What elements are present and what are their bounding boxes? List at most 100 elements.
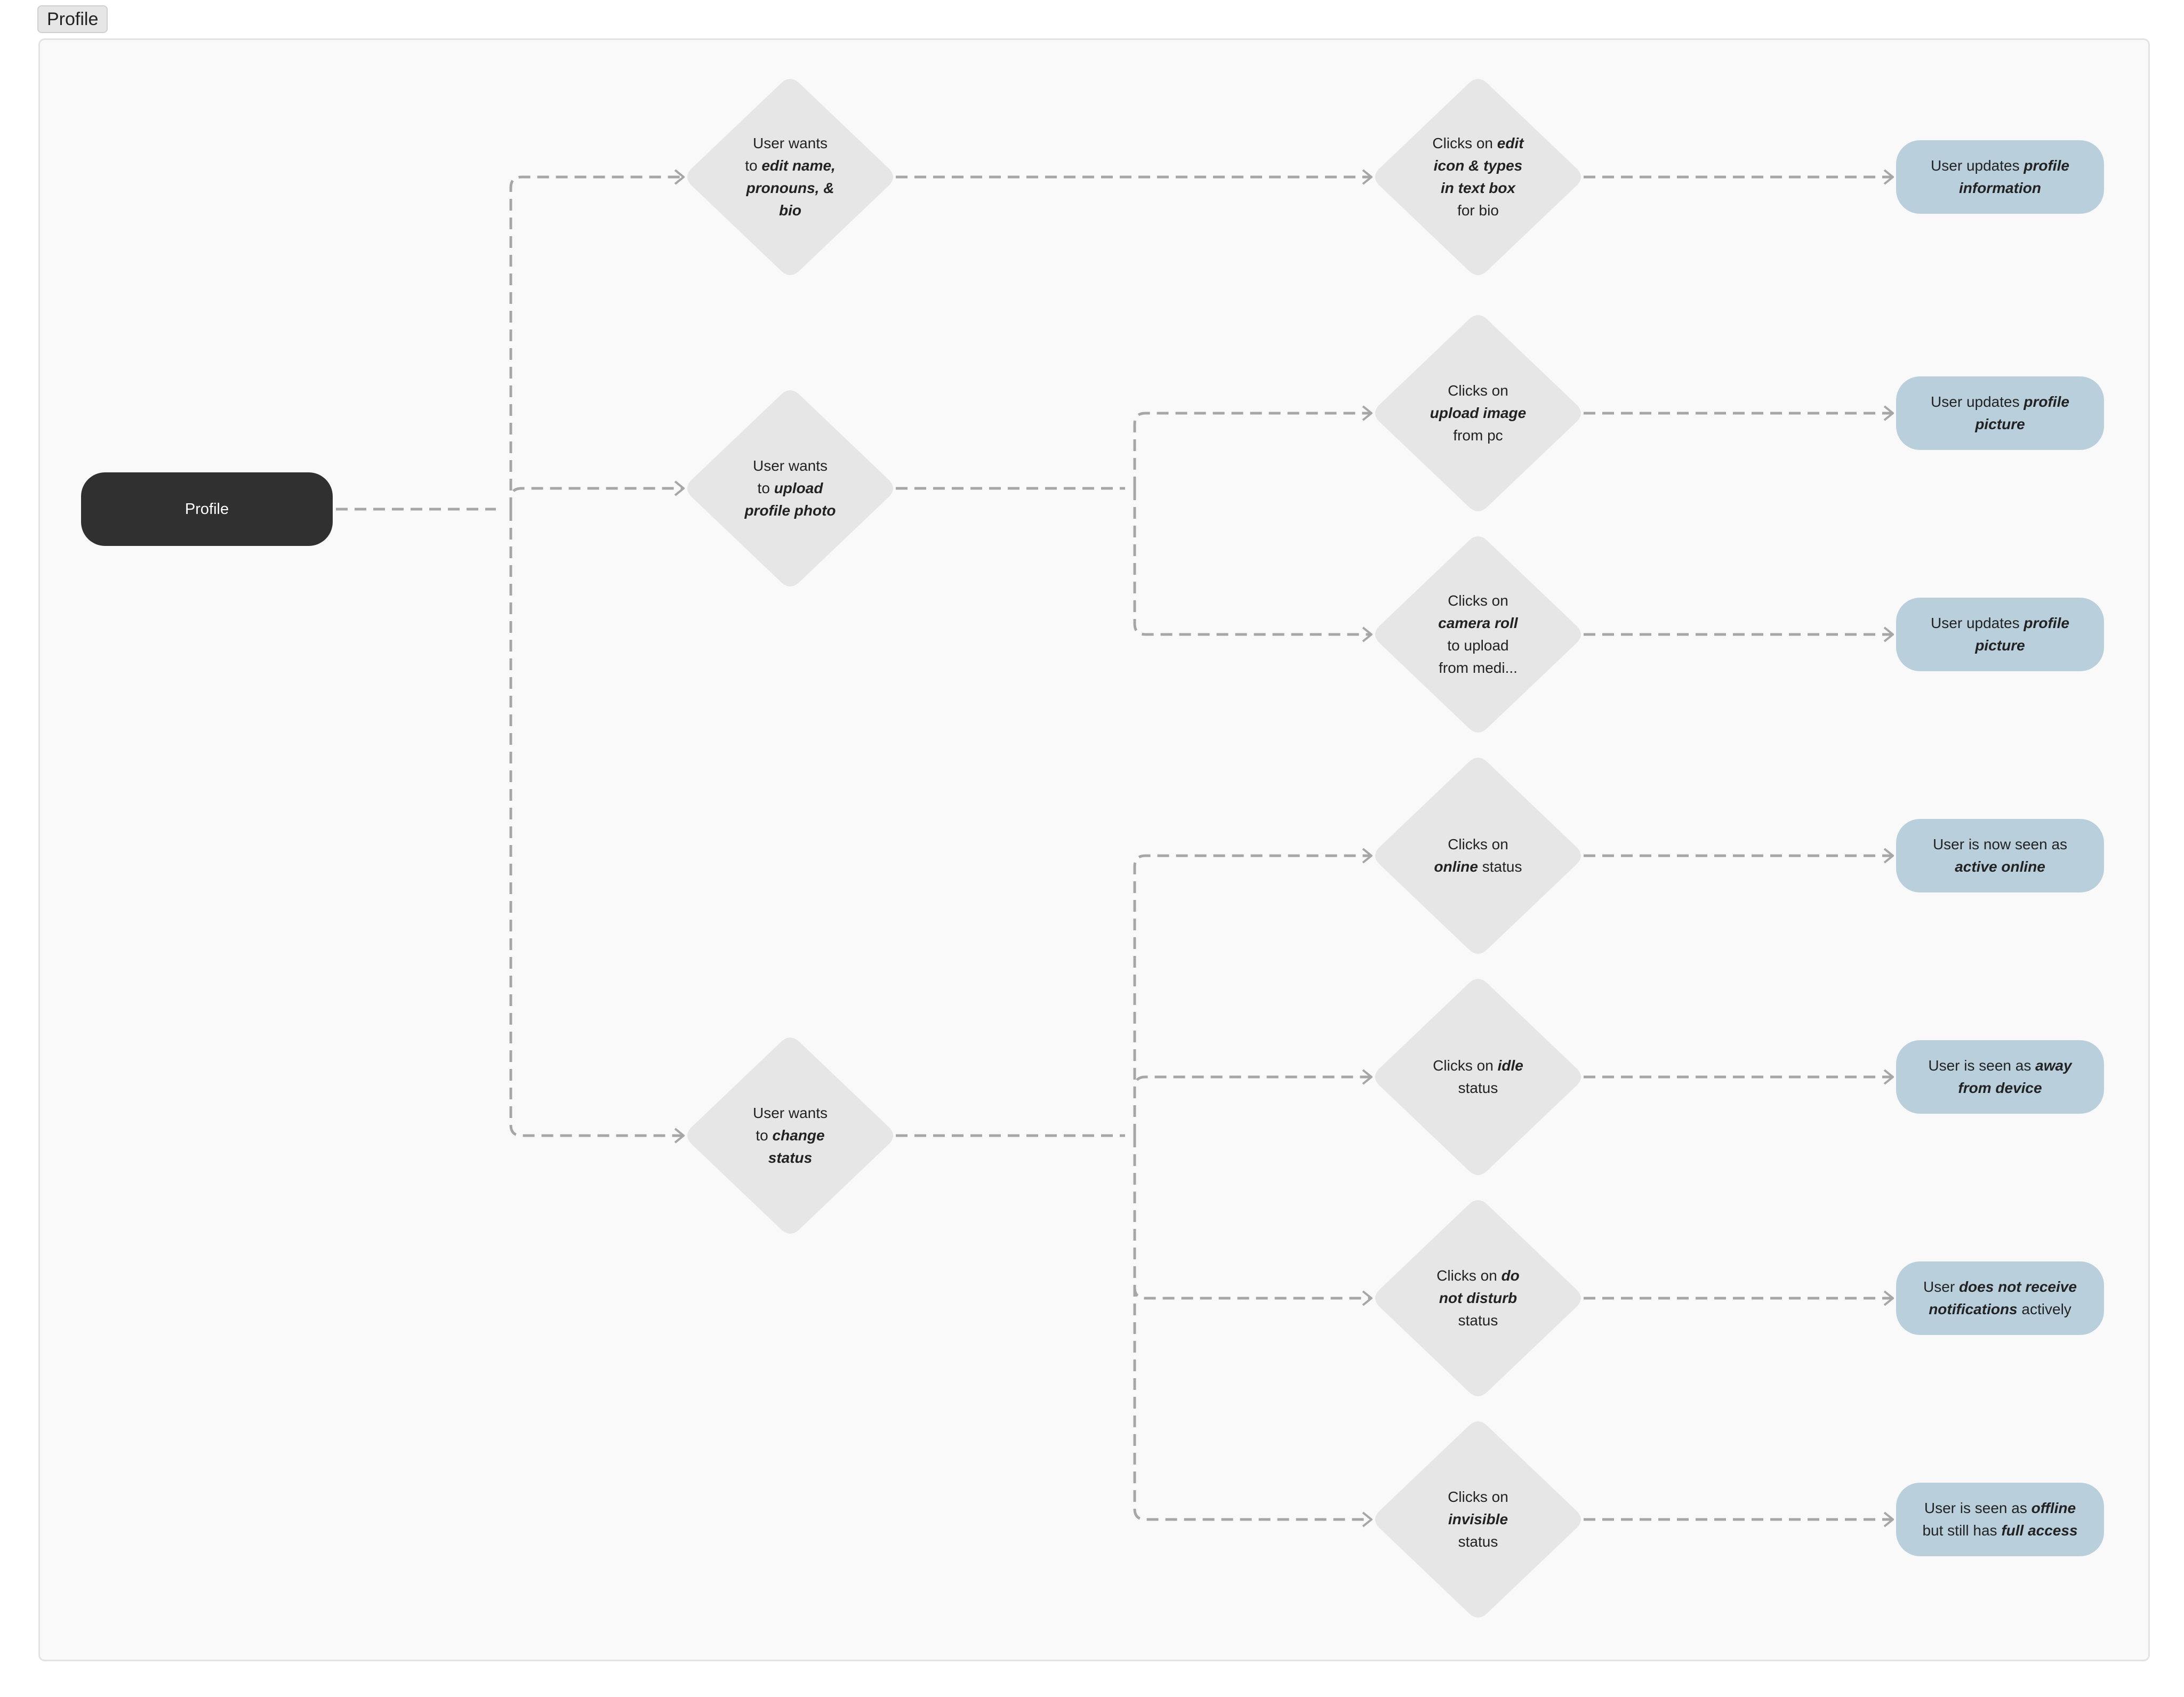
connector-to-edit-decision bbox=[509, 177, 684, 509]
connector-to-upload-pc bbox=[1133, 413, 1371, 488]
emphasis-text: profile photo bbox=[744, 502, 836, 519]
plain-text: for bio bbox=[1457, 202, 1499, 219]
emphasis-text: idle bbox=[1497, 1057, 1523, 1074]
text-line: notifications actively bbox=[1929, 1298, 2071, 1321]
plain-text: to bbox=[757, 480, 774, 496]
plain-text: status bbox=[1458, 1080, 1498, 1096]
emphasis-text: active online bbox=[1955, 858, 2045, 875]
emphasis-text: profile bbox=[2024, 157, 2069, 174]
action-label: Clicks on camera roll to upload from medi..… bbox=[1403, 536, 1553, 733]
text-line: User updates profile bbox=[1931, 155, 2069, 177]
text-line: status bbox=[1458, 1077, 1498, 1099]
text-line: User wants bbox=[753, 455, 828, 477]
plain-text: status bbox=[1458, 1533, 1498, 1550]
plain-text: User bbox=[1923, 1278, 1959, 1295]
text-line: Clicks on bbox=[1448, 1486, 1508, 1508]
emphasis-text: picture bbox=[1975, 637, 2025, 654]
emphasis-text: edit name, bbox=[761, 157, 836, 174]
text-line: status bbox=[1458, 1309, 1498, 1332]
connector-to-status-decision bbox=[509, 509, 684, 1136]
result-active-online[interactable]: User is now seen as active online bbox=[1896, 819, 2104, 892]
text-line: Clicks on edit bbox=[1432, 132, 1523, 155]
plain-text: status bbox=[1478, 858, 1522, 875]
text-line: from medi... bbox=[1439, 657, 1517, 679]
plain-text: User updates bbox=[1931, 393, 2024, 410]
emphasis-text: pronouns, & bbox=[746, 180, 834, 196]
text-line: but still has full access bbox=[1922, 1519, 2077, 1542]
emphasis-text: camera roll bbox=[1438, 615, 1518, 631]
text-line: upload image bbox=[1430, 402, 1526, 424]
frame-tab-label[interactable]: Profile bbox=[37, 5, 108, 33]
text-line: User wants bbox=[753, 132, 828, 155]
emphasis-text: away bbox=[2035, 1057, 2072, 1074]
connector-to-camera-roll bbox=[1133, 488, 1371, 634]
plain-text: Clicks on bbox=[1433, 1057, 1498, 1074]
emphasis-text: not disturb bbox=[1439, 1290, 1517, 1306]
action-label: Clicks on upload image from pc bbox=[1403, 315, 1553, 512]
text-line: camera roll bbox=[1438, 612, 1517, 634]
emphasis-text: full access bbox=[2001, 1522, 2078, 1539]
text-line: Clicks on bbox=[1448, 833, 1508, 856]
plain-text: User updates bbox=[1931, 615, 2024, 631]
text-line: User wants bbox=[753, 1102, 828, 1124]
result-away-from-device[interactable]: User is seen as away from device bbox=[1896, 1040, 2104, 1114]
plain-text: Clicks on bbox=[1448, 382, 1508, 399]
action-label: Clicks on do not disturb status bbox=[1403, 1200, 1553, 1397]
text-line: invisible bbox=[1448, 1508, 1508, 1531]
plain-text: User is now seen as bbox=[1932, 836, 2068, 852]
text-line: Clicks on do bbox=[1436, 1265, 1520, 1287]
plain-text: Clicks on bbox=[1436, 1267, 1502, 1284]
action-do-not-disturb-status[interactable]: Clicks on do not disturb status bbox=[1371, 1200, 1585, 1397]
connector-to-dnd bbox=[1133, 1136, 1371, 1298]
emphasis-text: icon & types bbox=[1433, 157, 1523, 174]
start-node-profile[interactable]: Profile bbox=[81, 472, 333, 546]
text-line: information bbox=[1959, 177, 2041, 199]
plain-text: User wants bbox=[752, 457, 828, 474]
action-idle-status[interactable]: Clicks on idle status bbox=[1371, 978, 1585, 1176]
plain-text: User is seen as bbox=[1928, 1057, 2036, 1074]
text-line: from device bbox=[1958, 1077, 2042, 1099]
text-line: picture bbox=[1975, 413, 2025, 436]
result-profile-picture-camera[interactable]: User updates profile picture bbox=[1896, 598, 2104, 671]
text-line: Clicks on bbox=[1448, 590, 1508, 612]
connector-to-online bbox=[1133, 856, 1371, 1136]
text-line: profile photo bbox=[744, 500, 836, 522]
action-camera-roll[interactable]: Clicks on camera roll to upload from medi..… bbox=[1371, 536, 1585, 733]
text-line: for bio bbox=[1457, 199, 1499, 222]
text-line: User updates profile bbox=[1931, 391, 2069, 413]
text-line: to upload bbox=[1447, 634, 1508, 657]
text-line: status bbox=[1458, 1531, 1498, 1553]
action-label: Clicks on idle status bbox=[1403, 978, 1553, 1176]
text-line: Clicks on idle bbox=[1433, 1055, 1523, 1077]
emphasis-text: profile bbox=[2024, 615, 2069, 631]
plain-text: to bbox=[756, 1127, 773, 1144]
plain-text: Clicks on bbox=[1432, 135, 1497, 151]
plain-text: from medi... bbox=[1439, 660, 1517, 676]
plain-text: from pc bbox=[1453, 427, 1503, 444]
decision-upload-photo[interactable]: User wants to upload profile photo bbox=[684, 390, 897, 587]
text-line: from pc bbox=[1453, 424, 1503, 447]
plain-text: to upload bbox=[1447, 637, 1509, 654]
plain-text: User wants bbox=[752, 1105, 828, 1121]
text-line: User does not receive bbox=[1923, 1276, 2077, 1298]
text-line: status bbox=[768, 1147, 812, 1169]
emphasis-text: offline bbox=[2031, 1500, 2076, 1516]
emphasis-text: upload bbox=[774, 480, 823, 496]
emphasis-text: profile bbox=[2024, 393, 2069, 410]
plain-text: to bbox=[745, 157, 762, 174]
plain-text: User updates bbox=[1931, 157, 2024, 174]
action-upload-image-pc[interactable]: Clicks on upload image from pc bbox=[1371, 315, 1585, 512]
plain-text: Clicks on bbox=[1448, 836, 1508, 852]
